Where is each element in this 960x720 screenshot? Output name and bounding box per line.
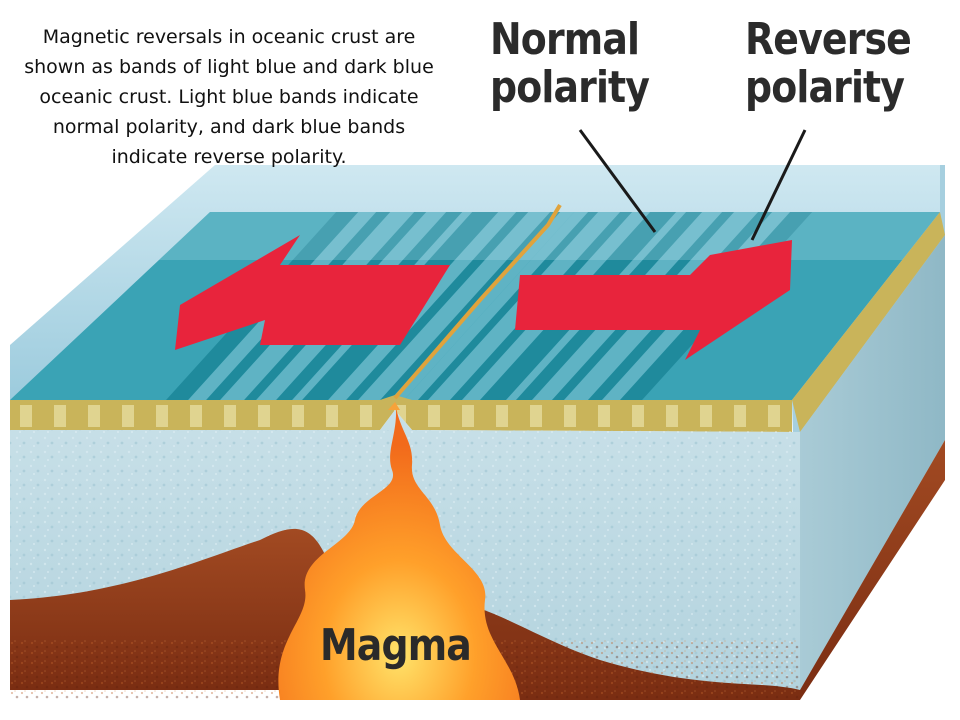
reverse-polarity-label-line1: Reverse	[745, 14, 912, 65]
edge-stripe	[190, 405, 202, 427]
edge-stripe	[564, 405, 576, 427]
crust-side	[792, 212, 945, 432]
edge-stripe	[496, 405, 508, 427]
edge-stripe	[598, 405, 610, 427]
edge-stripe	[292, 405, 304, 427]
polarity-band	[395, 212, 599, 400]
edge-stripe	[156, 405, 168, 427]
edge-stripe	[360, 405, 372, 427]
edge-stripe	[666, 405, 678, 427]
mid-ocean-ridge	[393, 203, 562, 400]
magma-rift-seep	[388, 402, 400, 410]
polarity-band	[349, 212, 561, 400]
edge-stripe	[122, 405, 134, 427]
edge-stripe	[700, 405, 712, 427]
crust-edge-stripes	[20, 405, 780, 427]
edge-stripe	[54, 405, 66, 427]
reverse-polarity-label: Reverse polarity	[745, 14, 912, 113]
normal-polarity-label: Normal polarity	[490, 14, 650, 113]
reverse-polarity-label-line2: polarity	[745, 62, 905, 113]
edge-stripe	[88, 405, 100, 427]
normal-polarity-label-line2: polarity	[490, 62, 650, 113]
polarity-band	[337, 212, 539, 400]
caption-text: Magnetic reversals in oceanic crust are …	[24, 26, 434, 168]
spreading-arrow-left	[175, 235, 450, 350]
magma-plume	[278, 400, 520, 700]
spreading-arrow-right	[515, 240, 792, 360]
edge-stripe	[462, 405, 474, 427]
edge-stripe	[428, 405, 440, 427]
normal-polarity-pointer	[578, 129, 657, 233]
edge-stripe	[768, 405, 780, 427]
edge-stripe	[224, 405, 236, 427]
edge-stripe	[20, 405, 32, 427]
edge-stripe	[632, 405, 644, 427]
lithosphere-side	[800, 235, 945, 690]
polarity-band	[409, 212, 609, 400]
edge-stripe	[530, 405, 542, 427]
magma-label: Magma	[320, 620, 472, 671]
edge-stripe	[326, 405, 338, 427]
edge-stripe	[258, 405, 270, 427]
reverse-polarity-pointer	[750, 129, 807, 241]
edge-stripe	[734, 405, 746, 427]
normal-polarity-label-line1: Normal	[490, 14, 640, 65]
